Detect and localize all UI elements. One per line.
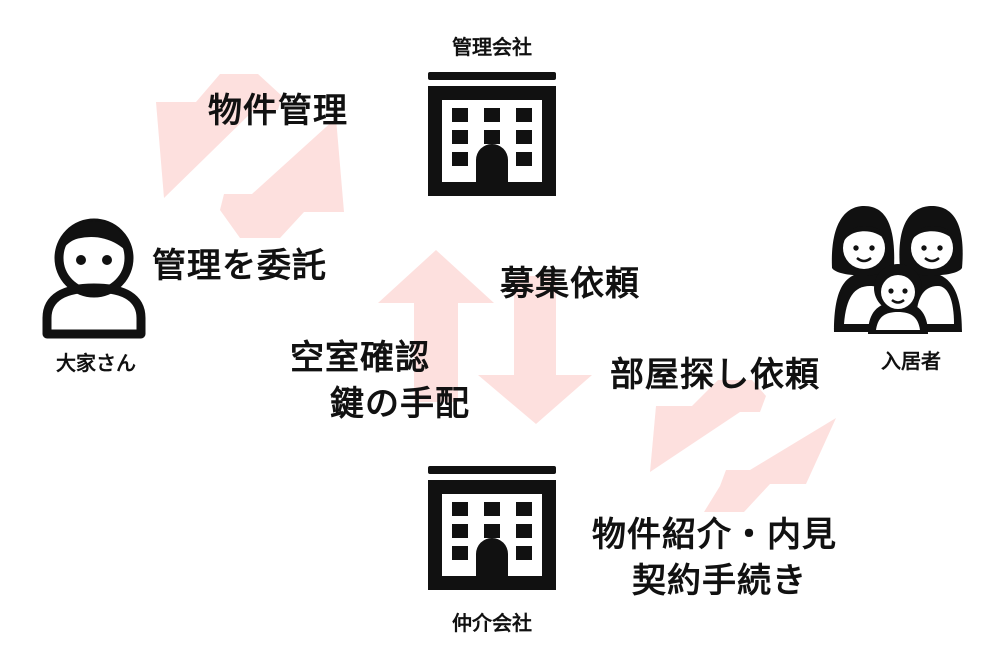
edge-label-property-intro-viewing: 物件紹介・内見 bbox=[592, 515, 837, 555]
arrow-brokerage-to-management bbox=[378, 250, 494, 402]
family-icon bbox=[831, 206, 963, 334]
management-company-label: 管理会社 bbox=[452, 35, 532, 59]
office-building-icon bbox=[428, 72, 556, 196]
office-building-icon bbox=[428, 466, 556, 590]
arrow-management-to-landlord bbox=[156, 74, 282, 198]
brokerage-company-label: 仲介会社 bbox=[452, 611, 532, 635]
arrow-landlord-to-management bbox=[220, 118, 344, 238]
edge-label-entrust-management: 管理を委託 bbox=[152, 246, 327, 286]
edge-label-vacancy-check: 空室確認 bbox=[290, 338, 430, 378]
arrow-brokerage-to-tenant bbox=[704, 418, 836, 512]
edge-label-room-search-request: 部屋探し依頼 bbox=[610, 355, 820, 395]
tenant-label: 入居者 bbox=[881, 349, 941, 373]
edge-label-recruitment-request: 募集依頼 bbox=[500, 264, 640, 304]
edge-label-property-management: 物件管理 bbox=[208, 91, 348, 131]
person-icon bbox=[42, 218, 146, 339]
arrow-tenant-to-brokerage bbox=[650, 380, 766, 472]
landlord-label: 大家さん bbox=[56, 351, 136, 375]
edge-label-key-arrangement: 鍵の手配 bbox=[330, 384, 470, 424]
edge-label-contract-procedure: 契約手続き bbox=[632, 561, 807, 601]
arrow-management-to-brokerage bbox=[478, 276, 592, 424]
